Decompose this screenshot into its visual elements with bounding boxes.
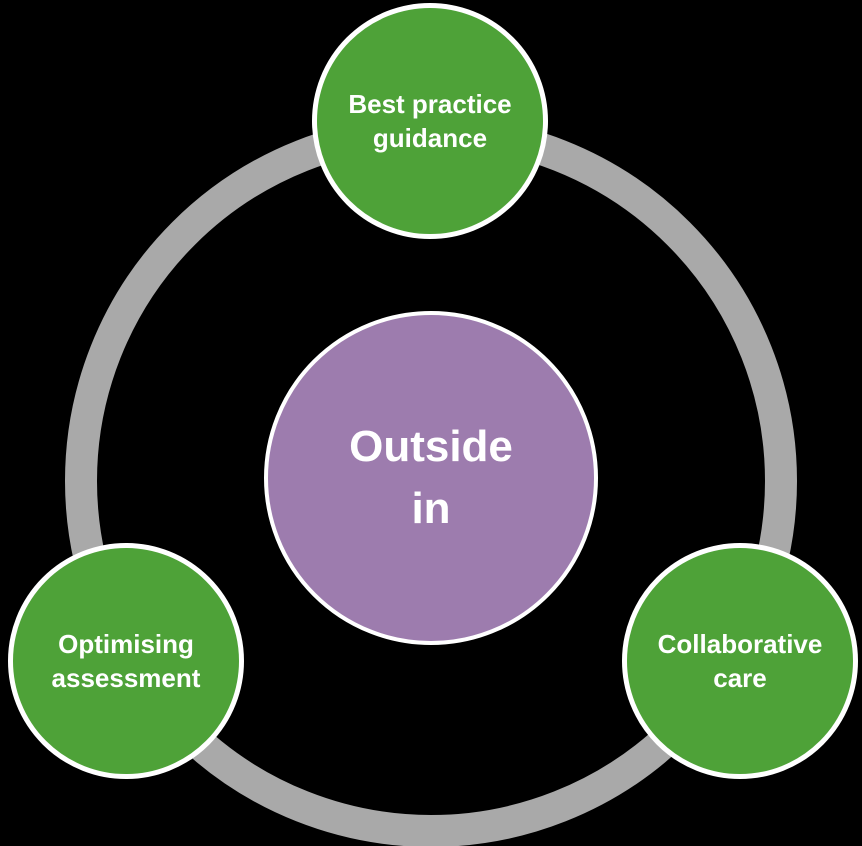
node-label: Collaborative care (627, 627, 853, 695)
center-label: Outside in (268, 416, 594, 540)
center-label-line: in (411, 484, 451, 533)
node-label-line: assessment (51, 663, 201, 693)
node-label-line: care (713, 663, 767, 693)
node-label: Optimising assessment (13, 627, 239, 695)
node-best-practice-guidance: Best practice guidance (312, 3, 548, 239)
node-label-line: Optimising (58, 629, 194, 659)
center-circle-outside-in: Outside in (264, 311, 598, 645)
node-collaborative-care: Collaborative care (622, 543, 858, 779)
node-label: Best practice guidance (317, 87, 543, 155)
node-label-line: Collaborative (657, 629, 823, 659)
node-label-line: Best practice (348, 89, 512, 119)
node-label-line: guidance (372, 123, 488, 153)
center-label-line: Outside (349, 422, 513, 471)
node-optimising-assessment: Optimising assessment (8, 543, 244, 779)
